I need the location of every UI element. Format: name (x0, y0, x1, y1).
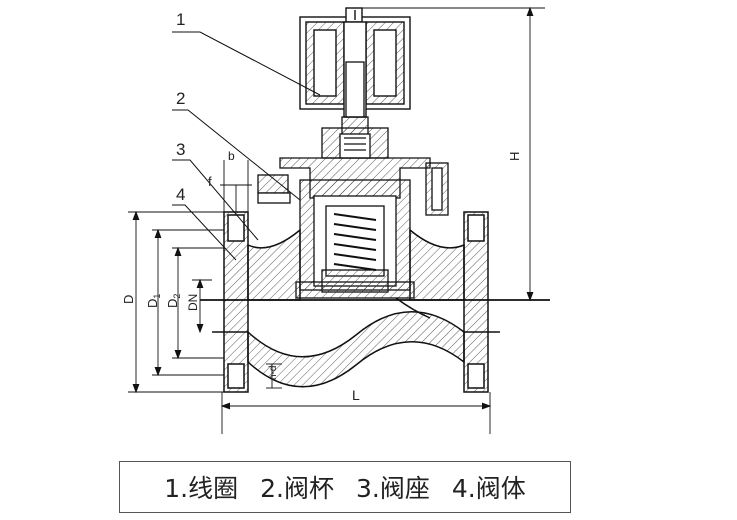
legend-item-valve-cup: 2.阀杯 (260, 474, 334, 503)
label-D2: D2 (165, 294, 182, 308)
valve-drawing: 1 2 3 4 (121, 6, 550, 434)
callout-3: 3 (176, 140, 185, 159)
dimension-lines (128, 6, 545, 434)
label-DN: DN (186, 294, 200, 311)
valve-seat (295, 281, 415, 299)
legend-item-coil: 1.线圈 (164, 474, 239, 503)
callout-leaders (172, 31, 321, 261)
callout-4: 4 (176, 185, 185, 204)
label-D1: D1 (145, 294, 162, 308)
label-f: f (208, 174, 212, 189)
label-H: H (507, 152, 522, 161)
callout-2: 2 (176, 89, 185, 108)
legend-item-valve-seat: 3.阀座 (356, 474, 430, 503)
legend-item-valve-body: 4.阀体 (451, 474, 526, 503)
valve-body (200, 211, 550, 393)
solenoid-coil (299, 7, 411, 118)
label-nd: n-d (268, 366, 279, 380)
plunger (321, 61, 389, 159)
label-D: D (121, 295, 136, 304)
legend-box: 1.线圈 2.阀杯 3.阀座 4.阀体 (119, 461, 571, 513)
callout-1: 1 (176, 10, 185, 29)
label-b: b (228, 149, 235, 163)
label-L: L (352, 387, 360, 403)
valve-cup (299, 179, 411, 293)
